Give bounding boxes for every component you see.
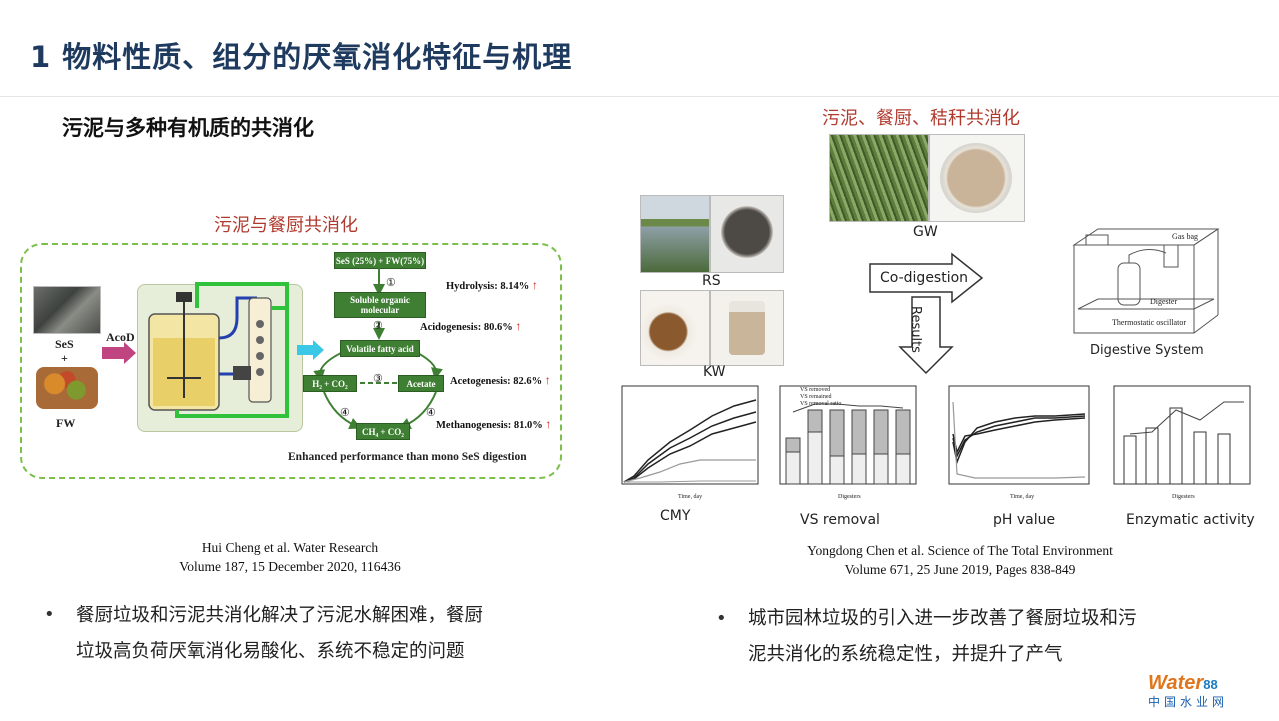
cmy-chart [621, 385, 759, 485]
slide-title: 1 物料性质、组分的厌氧消化特征与机理 [30, 40, 573, 74]
left-figure-frame [20, 243, 562, 479]
oscillator-label: Thermostatic oscillator [1112, 318, 1186, 327]
acetate-box: Acetate [398, 375, 444, 392]
cmy-xlabel: Time, day [678, 494, 703, 500]
slide-subtitle: 污泥与多种有机质的共消化 [62, 116, 314, 140]
kitchen-beaker-photo [710, 290, 784, 366]
increase-arrow-icon: ↑ [545, 417, 552, 431]
increase-arrow-icon: ↑ [531, 278, 538, 292]
left-figure-caption: 污泥与餐厨共消化 [214, 215, 358, 236]
step-1: ① [386, 277, 396, 289]
step-3: ③ [373, 373, 383, 385]
acod-arrow [102, 342, 136, 364]
results-arrow [898, 296, 954, 375]
stage-methanogenesis: Methanogenesis: 81.0% ↑ [436, 417, 552, 431]
kw-label: KW [703, 364, 726, 380]
stage-hydrolysis: Hydrolysis: 8.14% ↑ [446, 278, 538, 292]
vs-removal-chart [779, 385, 917, 485]
rs-label: RS [702, 273, 721, 289]
enzymatic-activity-chart [1113, 385, 1251, 485]
ses-label: SeS [55, 337, 74, 351]
ph-chart [948, 385, 1090, 485]
bullet-marker-left: • [44, 604, 55, 625]
bullet-marker-right: • [716, 608, 727, 629]
vs-removal-caption: VS removal [800, 512, 880, 528]
ph-caption: pH value [993, 512, 1056, 528]
sludge-pond-photo [640, 195, 710, 273]
right-figure-caption: 污泥、餐厨、秸秆共消化 [822, 108, 1020, 129]
enzymatic-xlabel: Digesters [1172, 494, 1195, 500]
straw-dish-photo [929, 134, 1025, 222]
step-4a: ④ [340, 407, 350, 419]
gas-bag-label: Gas bag [1172, 232, 1198, 241]
step-4b: ④ [426, 407, 436, 419]
sludge-beaker-photo [710, 195, 784, 273]
results-label: Results [908, 306, 923, 353]
increase-arrow-icon: ↑ [544, 373, 551, 387]
soluble-organics-box: Soluble organic molecular [334, 292, 426, 318]
enhanced-performance-note: Enhanced performance than mono SeS diges… [288, 451, 527, 463]
vs-xlabel: Digesters [838, 494, 861, 500]
reactor-illustration [148, 282, 289, 418]
methane-co2-box: CH₄ + CO₂ [356, 423, 410, 440]
enzymatic-caption: Enzymatic activity [1126, 512, 1255, 528]
vs-legend-remained: VS remained [800, 394, 832, 400]
hydrogen-co2-box: H₂ + CO₂ [303, 375, 357, 392]
step-2: ② [373, 320, 383, 332]
gw-label: GW [913, 224, 938, 240]
ph-xlabel: Time, day [1010, 494, 1035, 500]
kitchen-waste-photo [640, 290, 710, 366]
fw-label: FW [56, 416, 76, 430]
codigestion-label: Co-digestion [880, 270, 969, 286]
cmy-caption: CMY [660, 508, 691, 524]
plus-label: + [61, 351, 68, 365]
acod-label: AcoD [106, 330, 135, 344]
bullet-left: 餐厨垃圾和污泥共消化解决了污泥水解困难，餐厨 垃圾高负荷厌氧消化易酸化、系统不稳… [76, 605, 484, 662]
digestive-system-label: Digestive System [1090, 343, 1204, 358]
water88-watermark-logo: Water88 中国水业网 [1148, 672, 1229, 709]
increase-arrow-icon: ↑ [515, 319, 522, 333]
garden-waste-photo [829, 134, 929, 222]
right-reference: Yongdong Chen et al. Science of The Tota… [807, 543, 1113, 577]
left-reference: Hui Cheng et al. Water Research Volume 1… [179, 540, 401, 574]
stage-acetogenesis: Acetogenesis: 82.6% ↑ [450, 373, 551, 387]
stage-acidogenesis: Acidogenesis: 80.6% ↑ [420, 319, 522, 333]
digestive-system-diagram [1072, 228, 1220, 334]
sewage-sludge-photo [33, 286, 101, 334]
vfa-box: Volatile fatty acid [340, 340, 420, 357]
title-divider [0, 96, 1279, 97]
food-waste-photo [36, 367, 98, 409]
bullet-right: 城市园林垃圾的引入进一步改善了餐厨垃圾和污 泥共消化的系统稳定性，并提升了产气 [748, 608, 1137, 665]
codigestion-arrow [869, 252, 984, 304]
vs-legend-ratio: VS removal ratio [800, 401, 842, 407]
digester-label: Digester [1150, 297, 1178, 306]
vs-legend-removed: VS removed [800, 387, 831, 393]
process-arrow [297, 340, 324, 360]
